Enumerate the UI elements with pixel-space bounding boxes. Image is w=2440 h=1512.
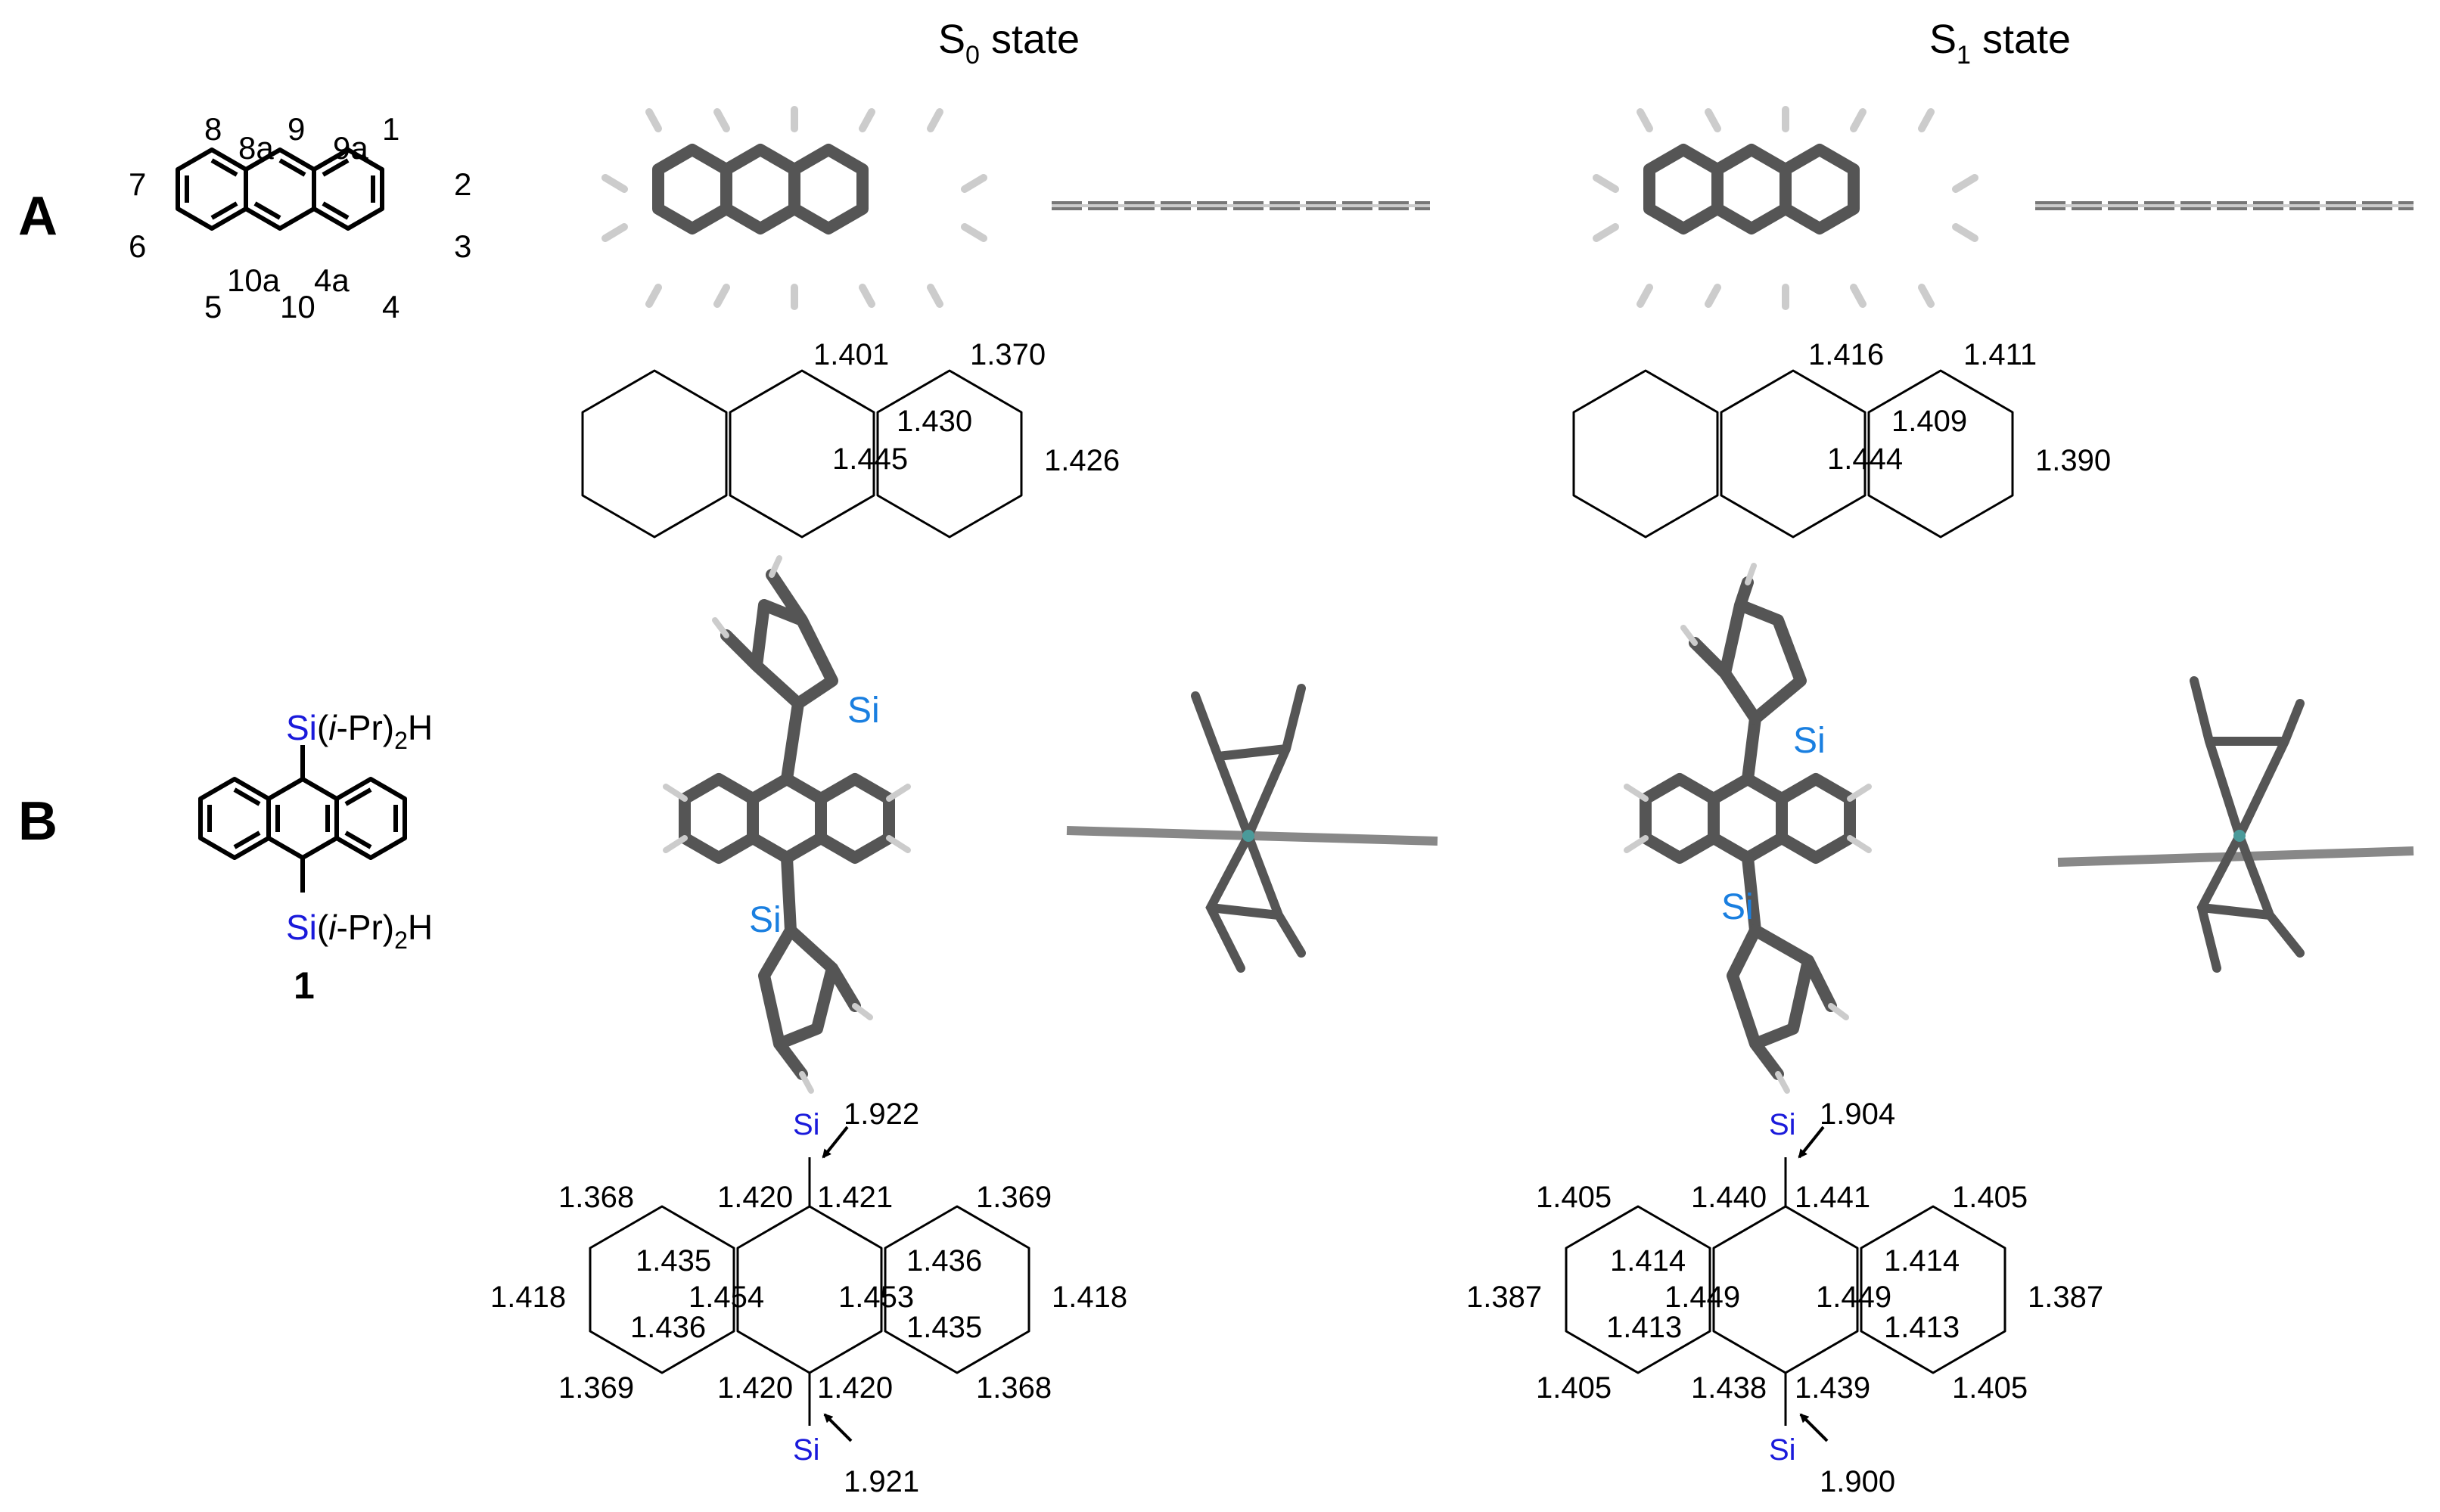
svg-text:1.387: 1.387 (1466, 1281, 1542, 1314)
svg-text:3: 3 (454, 228, 471, 264)
svg-text:1.921: 1.921 (844, 1465, 919, 1498)
bondmap-a-s1: 1.416 1.411 1.409 1.444 1.390 (1572, 338, 2111, 539)
svg-text:1.387: 1.387 (2028, 1281, 2103, 1314)
model-a-s1-top (1593, 106, 1978, 310)
svg-text:1.420: 1.420 (817, 1371, 893, 1405)
svg-text:1.368: 1.368 (976, 1371, 1052, 1405)
svg-text:1.414: 1.414 (1610, 1244, 1686, 1278)
svg-text:1.430: 1.430 (897, 405, 972, 438)
model-b-s1-si-bottom: Si (1721, 887, 1754, 927)
svg-text:1.444: 1.444 (1827, 442, 1903, 476)
svg-text:1.368: 1.368 (558, 1181, 634, 1214)
svg-text:1.420: 1.420 (717, 1371, 793, 1405)
compound-1-top-substituent: Si(i-Pr)2H (286, 708, 433, 754)
svg-text:1.435: 1.435 (636, 1244, 711, 1278)
svg-text:1.370: 1.370 (970, 338, 1046, 371)
compound-1-label: 1 (294, 964, 315, 1007)
svg-text:1.445: 1.445 (832, 442, 908, 476)
bondmap-b-s0-si-top: Si (793, 1108, 820, 1141)
svg-text:4a: 4a (314, 262, 350, 298)
model-b-s1-side (2057, 676, 2414, 973)
model-b-s0-si-bottom: Si (749, 900, 782, 940)
compound-1-structure (198, 745, 407, 893)
svg-text:4: 4 (382, 289, 399, 324)
model-b-s1-top: Si Si (1624, 563, 1872, 1094)
svg-text:10a: 10a (227, 262, 281, 298)
compound-1-bottom-substituent: Si(i-Pr)2H (286, 908, 433, 954)
svg-text:8: 8 (204, 111, 222, 147)
svg-text:1.421: 1.421 (817, 1181, 893, 1214)
svg-text:1: 1 (382, 111, 399, 147)
svg-text:1.454: 1.454 (688, 1281, 764, 1314)
svg-text:1.418: 1.418 (490, 1281, 566, 1314)
svg-text:1.405: 1.405 (1536, 1371, 1612, 1405)
svg-text:1.413: 1.413 (1884, 1311, 1960, 1344)
panel-label-a: A (18, 186, 58, 247)
anthracene-structure (176, 147, 384, 231)
svg-text:1.453: 1.453 (838, 1281, 914, 1314)
svg-text:9a: 9a (333, 130, 368, 166)
header-s0: S0 state (938, 17, 1080, 70)
bondmap-b-s1-si-bottom: Si (1769, 1433, 1796, 1467)
svg-text:1.414: 1.414 (1884, 1244, 1960, 1278)
svg-text:1.405: 1.405 (1536, 1181, 1612, 1214)
svg-text:1.900: 1.900 (1820, 1465, 1895, 1498)
svg-text:1.435: 1.435 (906, 1311, 982, 1344)
svg-text:1.441: 1.441 (1795, 1181, 1870, 1214)
bondmap-b-s1: Si Si 1.904 1.405 1.440 1.441 1.405 1.41… (1466, 1098, 2103, 1498)
model-b-s1-si-top: Si (1793, 721, 1826, 761)
svg-text:5: 5 (204, 289, 222, 324)
svg-text:1.426: 1.426 (1044, 444, 1120, 477)
svg-text:1.418: 1.418 (1052, 1281, 1127, 1314)
svg-text:1.409: 1.409 (1891, 405, 1967, 438)
svg-text:1.405: 1.405 (1952, 1181, 2028, 1214)
svg-text:9: 9 (288, 111, 305, 147)
svg-text:1.413: 1.413 (1606, 1311, 1682, 1344)
model-b-s0-side (1066, 684, 1438, 973)
model-a-s0-top (601, 106, 987, 310)
panel-label-b: B (18, 791, 58, 852)
svg-text:1.439: 1.439 (1795, 1371, 1870, 1405)
svg-text:1.401: 1.401 (813, 338, 889, 371)
bondmap-b-s1-si-top: Si (1769, 1108, 1796, 1141)
svg-text:1.369: 1.369 (976, 1181, 1052, 1214)
svg-text:1.904: 1.904 (1820, 1098, 1895, 1131)
svg-text:2: 2 (454, 166, 471, 202)
svg-text:1.449: 1.449 (1816, 1281, 1891, 1314)
svg-text:7: 7 (129, 166, 146, 202)
svg-text:1.440: 1.440 (1691, 1181, 1767, 1214)
header-s1: S1 state (1929, 17, 2071, 70)
model-b-s0-si-top: Si (847, 691, 880, 731)
svg-text:1.416: 1.416 (1808, 338, 1884, 371)
svg-text:1.411: 1.411 (1963, 338, 2037, 371)
svg-text:1.436: 1.436 (630, 1311, 706, 1344)
svg-text:1.438: 1.438 (1691, 1371, 1767, 1405)
bondmap-a-s0: 1.401 1.370 1.430 1.445 1.426 (581, 338, 1120, 539)
model-b-s0-top: Si Si (663, 555, 911, 1094)
svg-text:1.390: 1.390 (2035, 444, 2111, 477)
svg-text:1.922: 1.922 (844, 1098, 919, 1131)
svg-text:10: 10 (280, 289, 315, 324)
svg-text:1.420: 1.420 (717, 1181, 793, 1214)
svg-text:8a: 8a (238, 130, 274, 166)
anthracene-numbering: 1 2 3 4 4a 5 6 7 8 8a 9 9a 10 10a (129, 111, 471, 324)
bondmap-b-s0-si-bottom: Si (793, 1433, 820, 1467)
bondmap-b-s0: Si Si 1.922 1.368 1.420 1.421 1.369 1.43… (490, 1098, 1127, 1498)
svg-text:1.369: 1.369 (558, 1371, 634, 1405)
svg-text:6: 6 (129, 228, 146, 264)
svg-text:1.436: 1.436 (906, 1244, 982, 1278)
svg-text:1.449: 1.449 (1664, 1281, 1740, 1314)
svg-text:1.405: 1.405 (1952, 1371, 2028, 1405)
